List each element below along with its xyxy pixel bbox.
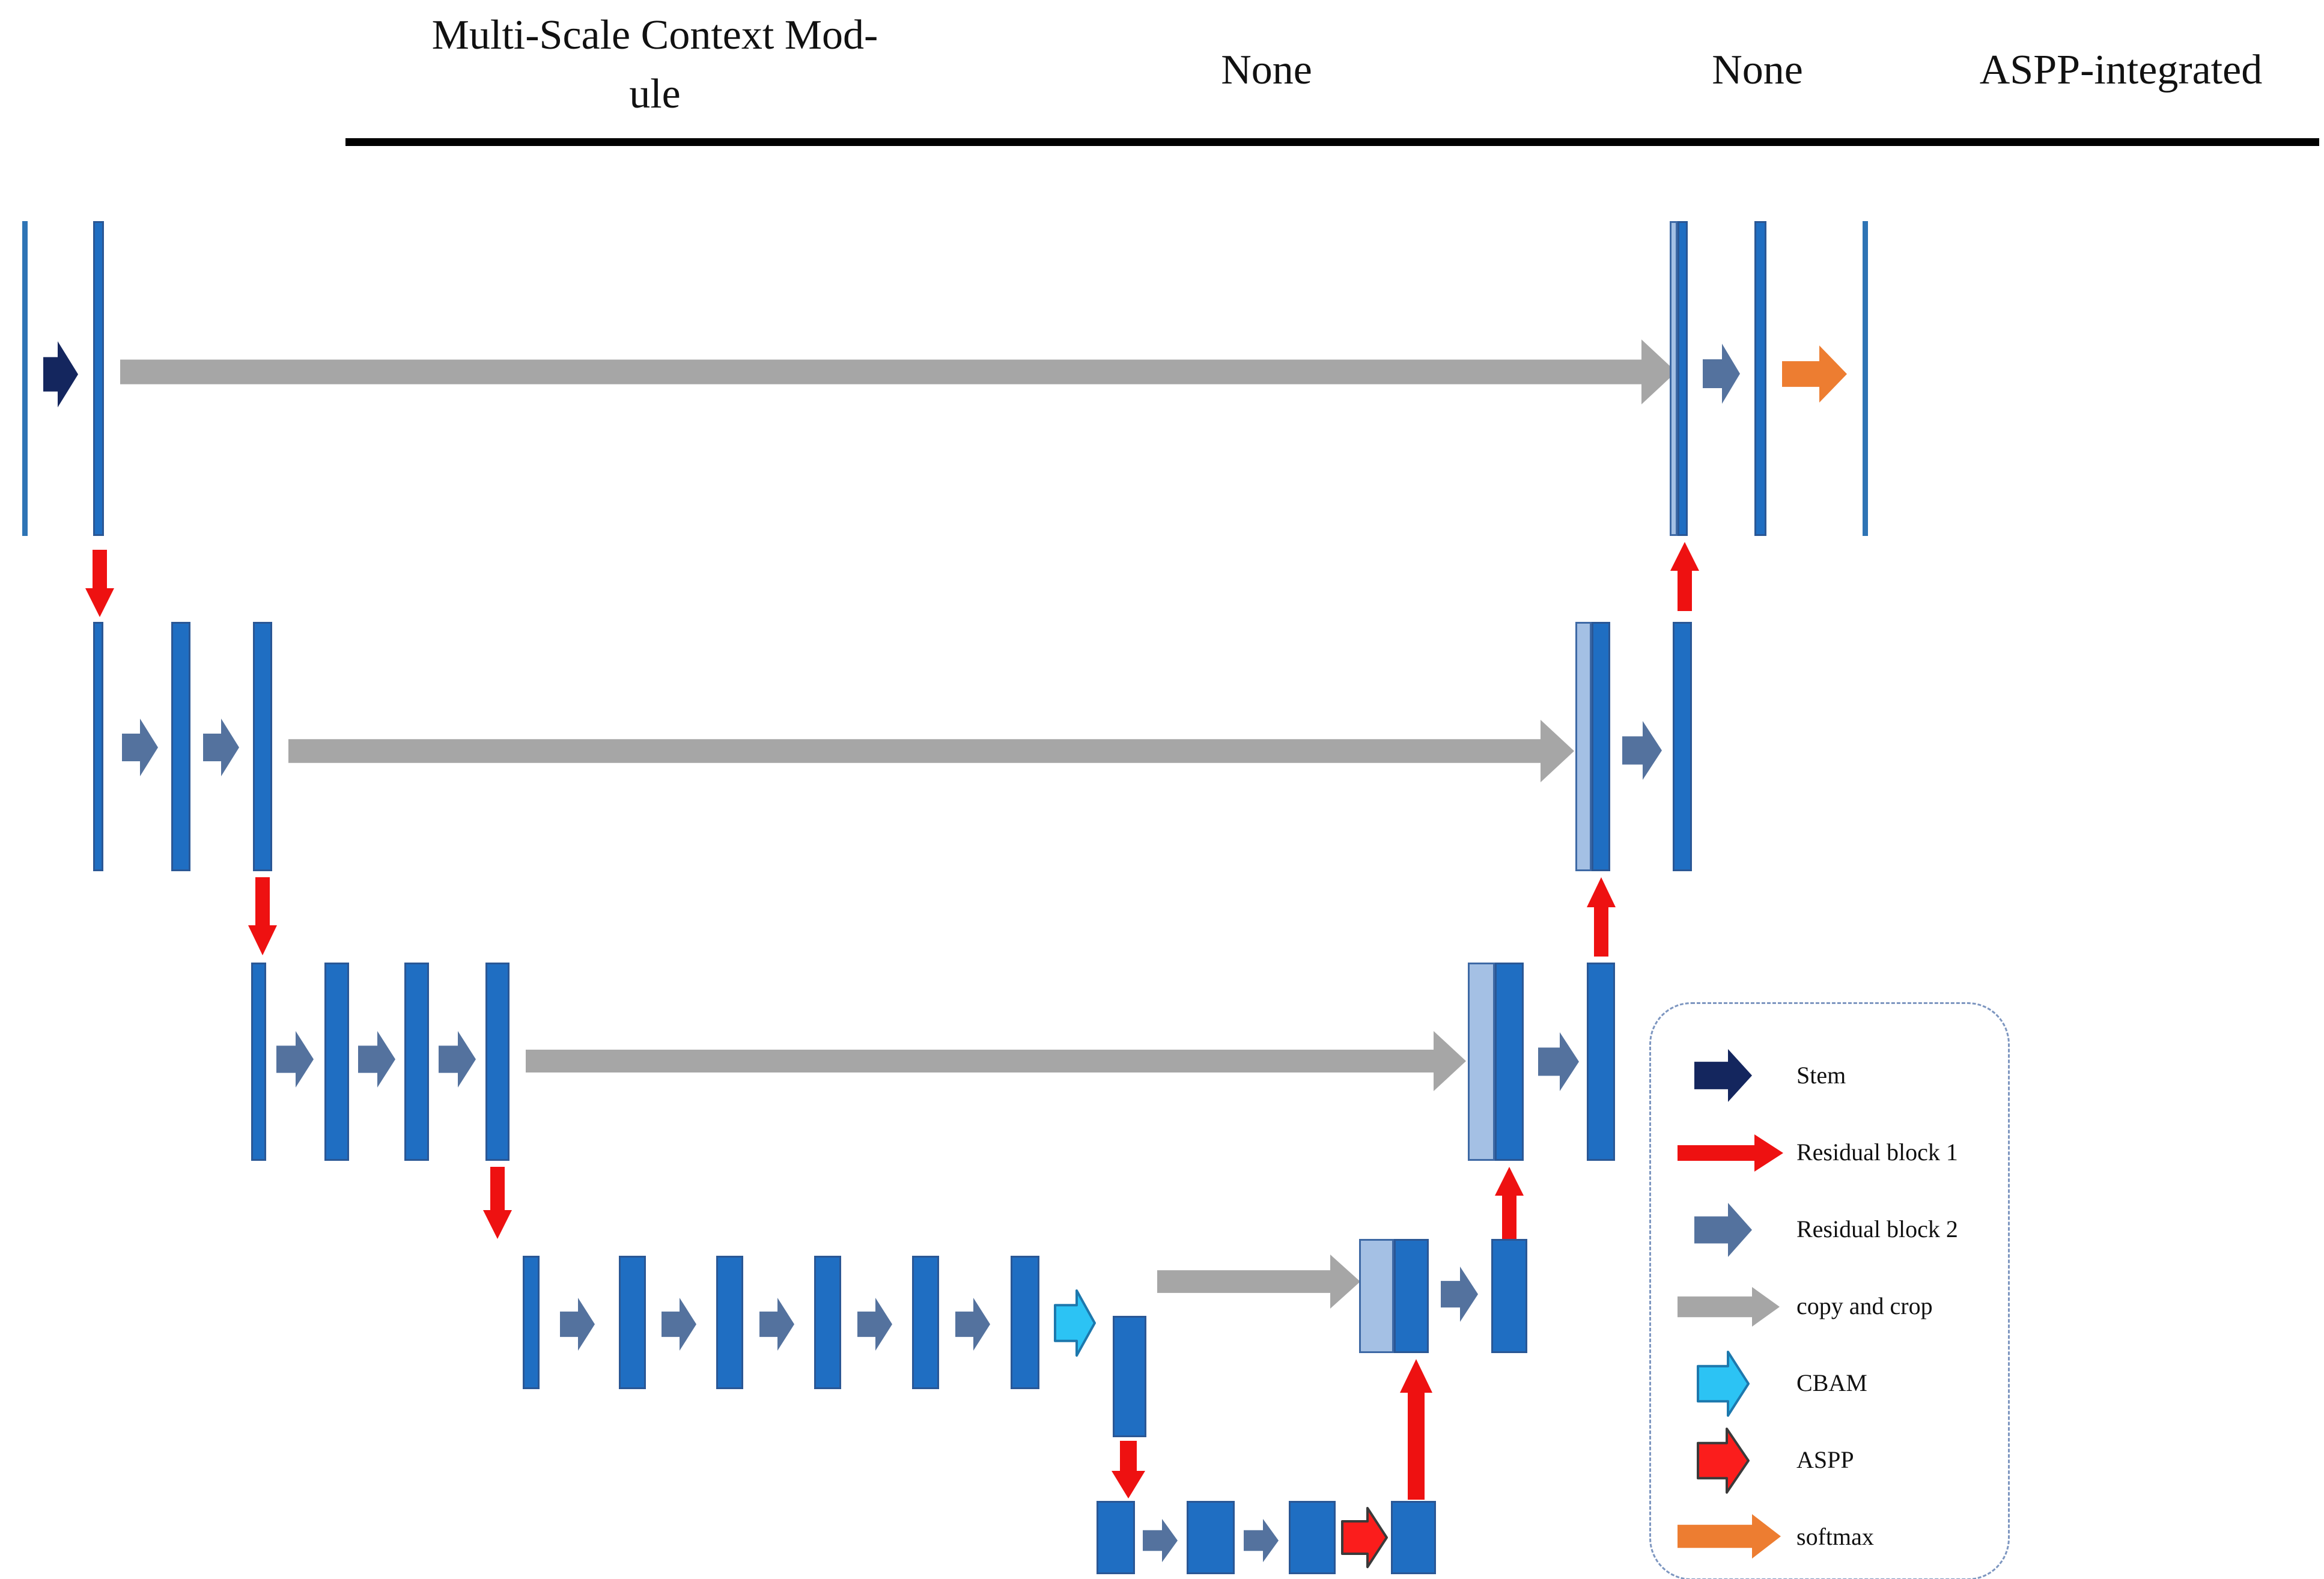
skip-feature-bar bbox=[1670, 221, 1678, 536]
skip-feature-bar bbox=[1359, 1239, 1394, 1353]
encoder-bar bbox=[253, 622, 272, 871]
cbam-arrow bbox=[1054, 1289, 1096, 1357]
encoder-bar bbox=[171, 622, 190, 871]
decoder-bar bbox=[1587, 963, 1615, 1161]
header-col1-line1: Multi-Scale Context Mod- bbox=[431, 12, 878, 58]
header-col1-line2: ule bbox=[629, 71, 681, 117]
legend-label-softmax: softmax bbox=[1796, 1523, 1874, 1550]
header-col3: None bbox=[1712, 47, 1803, 93]
stem-arrow-icon bbox=[1694, 1049, 1752, 1102]
skip-feature-bar bbox=[1575, 622, 1592, 871]
encoder-bar bbox=[485, 963, 510, 1161]
stem-arrow bbox=[43, 341, 78, 407]
residual-block-2-arrow bbox=[1143, 1519, 1178, 1562]
decoder-bar bbox=[1673, 622, 1692, 871]
copy-and-crop-arrow bbox=[288, 720, 1574, 782]
residual-block-2-arrow bbox=[1244, 1519, 1279, 1562]
legend-label-stem: Stem bbox=[1796, 1062, 1846, 1089]
residual-block-2-arrow bbox=[122, 719, 158, 776]
upsample-arrow bbox=[1587, 877, 1616, 957]
residual-block-2-arrow bbox=[1538, 1032, 1579, 1091]
legend-label-residual-block-2: Residual block 2 bbox=[1796, 1215, 1958, 1243]
encoder-bar bbox=[716, 1256, 743, 1389]
cbam-output-bar bbox=[1113, 1316, 1146, 1437]
header-rule bbox=[345, 138, 2319, 146]
residual-block-2-arrow bbox=[662, 1298, 696, 1351]
encoder-bar bbox=[93, 622, 103, 871]
cbam-arrow-icon bbox=[1697, 1351, 1750, 1417]
encoder-bar bbox=[1011, 1256, 1039, 1389]
encoder-bar bbox=[523, 1256, 540, 1389]
downsample-arrow bbox=[1112, 1441, 1145, 1498]
encoder-bar bbox=[619, 1256, 646, 1389]
legend-label-copy-and-crop: copy and crop bbox=[1796, 1292, 1933, 1319]
residual-block-2-arrow bbox=[560, 1298, 595, 1351]
softmax-arrow bbox=[1782, 345, 1847, 403]
legend-label-cbam: CBAM bbox=[1796, 1369, 1867, 1396]
copy-and-crop-arrow bbox=[1157, 1255, 1360, 1309]
bottleneck-bar bbox=[1097, 1501, 1135, 1574]
residual-block-2-arrow bbox=[1622, 721, 1662, 780]
decoder-concat-bar bbox=[1592, 622, 1610, 871]
residual-block-2-arrow bbox=[1703, 344, 1740, 404]
encoder-bar bbox=[251, 963, 266, 1161]
aspp-arrow-icon bbox=[1697, 1428, 1750, 1494]
decoder-bar bbox=[1754, 221, 1766, 536]
encoder-bar bbox=[814, 1256, 841, 1389]
bottleneck-bar bbox=[1391, 1501, 1436, 1574]
residual-block-2-arrow bbox=[203, 719, 239, 776]
residual-block-2-arrow bbox=[276, 1031, 314, 1088]
input-image-line bbox=[22, 221, 28, 536]
aspp-arrow bbox=[1341, 1507, 1388, 1568]
copy-and-crop-arrow bbox=[120, 339, 1676, 404]
bottleneck-bar bbox=[1289, 1501, 1336, 1574]
header-col2: None bbox=[1221, 47, 1312, 93]
legend-label-residual-block-1: Residual block 1 bbox=[1796, 1139, 1958, 1166]
residual-block-2-arrow bbox=[955, 1298, 990, 1351]
header-col1: Multi-Scale Context Mod- ule bbox=[264, 6, 1045, 124]
softmax-arrow-icon bbox=[1678, 1514, 1781, 1559]
encoder-bar bbox=[404, 963, 429, 1161]
residual-block-2-arrow bbox=[439, 1031, 476, 1088]
encoder-bar bbox=[93, 221, 104, 536]
residual-block-1-arrow-icon bbox=[1678, 1134, 1783, 1172]
legend-label-aspp: ASPP bbox=[1796, 1446, 1854, 1473]
residual-block-2-arrow bbox=[759, 1298, 794, 1351]
output-segmentation-line bbox=[1863, 221, 1868, 536]
residual-block-2-arrow-icon bbox=[1694, 1203, 1752, 1257]
header-col4: ASPP-integrated bbox=[1979, 47, 2263, 93]
downsample-arrow bbox=[85, 550, 114, 617]
encoder-bar bbox=[324, 963, 349, 1161]
decoder-concat-bar bbox=[1394, 1239, 1429, 1353]
encoder-bar bbox=[912, 1256, 939, 1389]
downsample-arrow bbox=[483, 1167, 512, 1239]
upsample-arrow bbox=[1400, 1359, 1432, 1500]
upsample-arrow bbox=[1670, 542, 1699, 611]
residual-block-2-arrow bbox=[857, 1298, 892, 1351]
residual-block-2-arrow bbox=[358, 1031, 395, 1088]
downsample-arrow bbox=[248, 877, 277, 955]
decoder-concat-bar bbox=[1678, 221, 1688, 536]
skip-feature-bar bbox=[1468, 963, 1495, 1161]
copy-and-crop-arrow bbox=[526, 1031, 1466, 1091]
residual-block-2-arrow bbox=[1441, 1267, 1478, 1322]
bottleneck-bar bbox=[1187, 1501, 1235, 1574]
decoder-concat-bar bbox=[1495, 963, 1524, 1161]
copy-and-crop-arrow-icon bbox=[1678, 1287, 1780, 1327]
upsample-arrow bbox=[1495, 1167, 1524, 1240]
decoder-bar bbox=[1491, 1239, 1527, 1353]
